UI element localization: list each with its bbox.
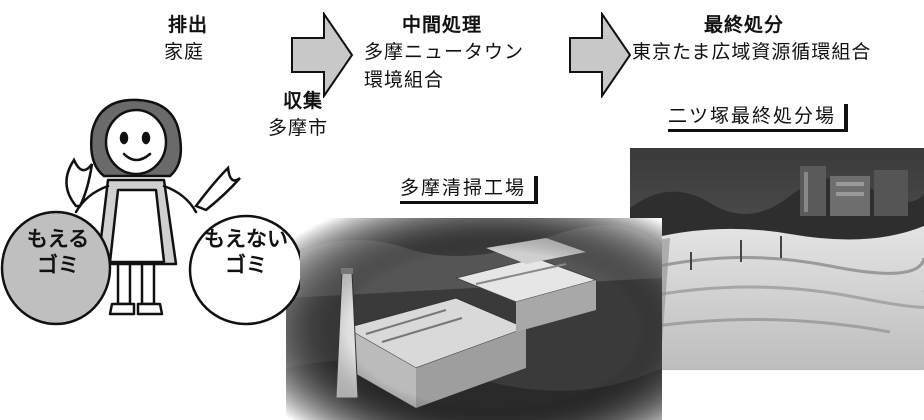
- stage-final-body: 東京たま広域資源循環組合: [632, 38, 871, 66]
- burnable-bag-label-line-1: もえる: [26, 227, 90, 251]
- non-burnable-bag-label-line-2: ゴミ: [225, 253, 267, 277]
- stage-intermediate-line-2: 環境組合: [364, 69, 445, 91]
- plant-caption: 多摩清掃工場: [400, 176, 539, 204]
- landfill-caption: 二ツ塚最終処分場: [668, 104, 849, 132]
- flow-arrow-1: [290, 12, 354, 98]
- arrow-right-icon: [291, 12, 354, 98]
- burnable-bag-label-line-2: ゴミ: [37, 253, 79, 277]
- stage-intermediate-body: 多摩ニュータウン 環境組合: [364, 38, 524, 94]
- stage-discharge-line: 家庭: [164, 41, 205, 63]
- non-burnable-bag-label-line-1: もえない: [204, 227, 288, 251]
- stage-final-line: 東京たま広域資源循環組合: [632, 41, 872, 63]
- stage-collection-title: 収集: [283, 90, 324, 112]
- stage-intermediate-line-1: 多摩ニュータウン: [364, 41, 525, 63]
- stage-collection-body: 多摩市: [268, 114, 328, 142]
- woman-with-garbage-bags-illustration: もえる ゴミ もえない ゴミ: [0, 94, 304, 326]
- stage-discharge-body: 家庭: [164, 38, 204, 66]
- stage-discharge-title: 排出: [168, 14, 209, 36]
- flow-arrow-2: [568, 12, 632, 98]
- stage-intermediate-title: 中間処理: [402, 14, 483, 36]
- stage-collection-line: 多摩市: [268, 117, 329, 139]
- landfill-photo: [630, 148, 924, 370]
- non-burnable-bag-label: もえない ゴミ: [196, 226, 296, 278]
- arrow-right-icon: [569, 12, 632, 98]
- stage-final-title: 最終処分: [704, 14, 785, 36]
- plant-photo: [286, 218, 662, 420]
- burnable-bag-label: もえる ゴミ: [10, 226, 106, 278]
